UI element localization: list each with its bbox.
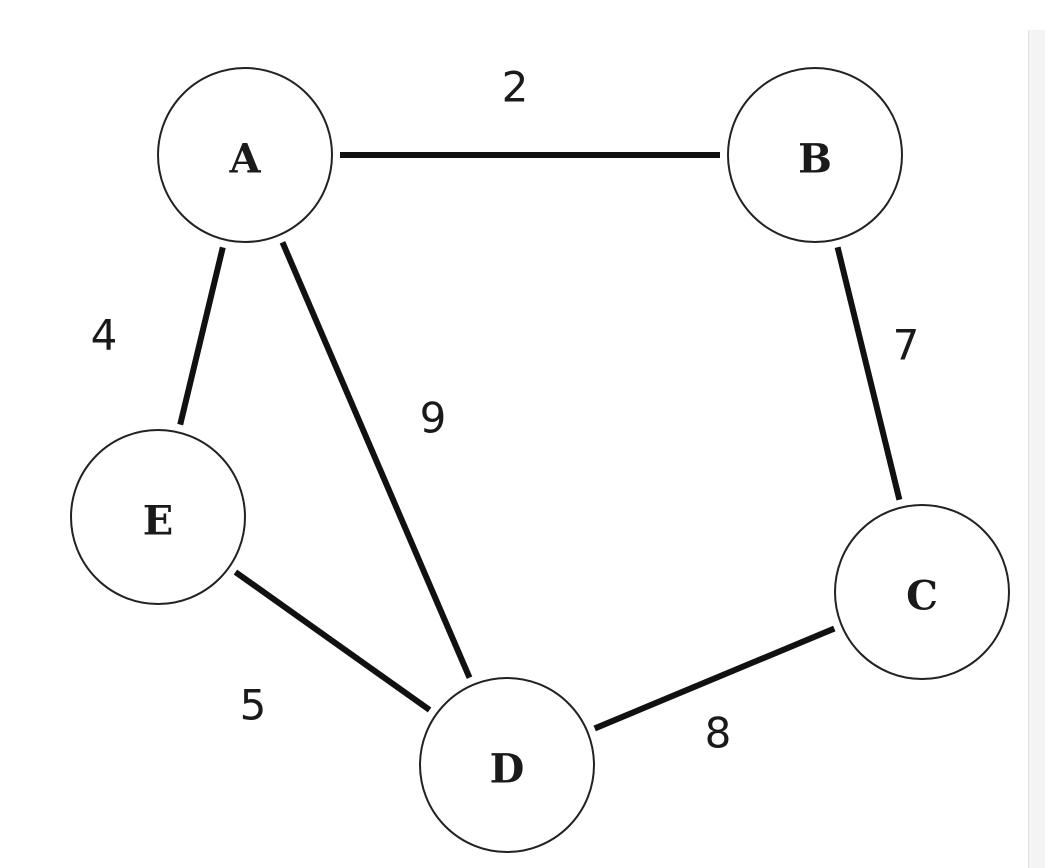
- node-circle-D: [419, 677, 595, 853]
- node-circle-C: [834, 504, 1010, 680]
- edge-B-C: [834, 246, 903, 501]
- edges-layer: [177, 152, 903, 732]
- node-label-C: C: [906, 573, 938, 620]
- nodes-layer: A B C D E: [70, 67, 1010, 853]
- node-C: C: [834, 504, 1010, 680]
- edge-weight-E-D: 5: [240, 681, 267, 730]
- right-edge-divider: [1028, 30, 1045, 868]
- node-A: A: [157, 67, 333, 243]
- edge-A-E: [177, 246, 226, 426]
- node-label-D: D: [490, 746, 525, 793]
- edge-C-D: [593, 625, 836, 732]
- node-circle-E: [70, 429, 246, 605]
- edge-E-D: [233, 569, 432, 713]
- node-label-B: B: [798, 136, 832, 183]
- node-E: E: [70, 429, 246, 605]
- edge-weight-A-E: 4: [91, 311, 118, 360]
- node-circle-B: [727, 67, 903, 243]
- node-label-E: E: [143, 498, 174, 545]
- edge-weights-layer: 2 4 9 7 5 8: [91, 63, 920, 758]
- node-circle-A: [157, 67, 333, 243]
- node-B: B: [727, 67, 903, 243]
- node-D: D: [419, 677, 595, 853]
- edge-A-D: [279, 241, 473, 679]
- edge-weight-A-B: 2: [502, 63, 529, 112]
- edge-weight-B-C: 7: [893, 321, 920, 370]
- edge-weight-C-D: 8: [705, 709, 732, 758]
- node-label-A: A: [228, 136, 261, 183]
- edge-weight-A-D: 9: [420, 394, 447, 443]
